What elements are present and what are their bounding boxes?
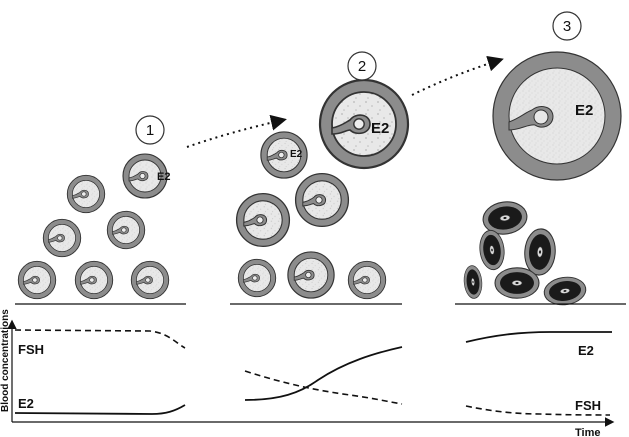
stage-2-follicles <box>235 78 410 300</box>
corpora-lutea <box>461 198 589 309</box>
medium-follicle <box>294 172 350 228</box>
stage-1-follicles <box>17 153 170 300</box>
corpus-luteum <box>522 226 558 278</box>
follicle-label: E2 <box>290 149 303 160</box>
small-follicle <box>106 210 146 250</box>
stage-3-number: 3 <box>552 11 582 41</box>
fsh-curve-stage-1 <box>14 329 186 349</box>
stage-2-number: 2 <box>347 51 377 81</box>
progression-arrow-2 <box>411 55 504 96</box>
medium-follicle <box>235 192 291 248</box>
preovulatory-follicle <box>492 51 622 181</box>
small-follicle <box>130 260 170 300</box>
y-axis-label: Blood concentrations <box>0 309 11 412</box>
medium-follicle <box>287 251 335 299</box>
e2-label-stage-1: E2 <box>18 396 34 411</box>
preovulatory-follicle-label: E2 <box>575 102 593 119</box>
corpus-luteum <box>461 263 485 301</box>
hormone-plot: Blood concentrations Time FSH E2 E2 FSH <box>0 309 615 437</box>
e2-curve-stage-3 <box>465 331 612 343</box>
fsh-label-stage-1: FSH <box>18 342 44 357</box>
small-follicle <box>347 260 387 300</box>
corpus-luteum <box>541 273 589 309</box>
fsh-label-stage-3: FSH <box>575 398 601 413</box>
e2-label-stage-3: E2 <box>578 343 594 358</box>
small-follicle <box>17 260 57 300</box>
fsh-curve-stage-3 <box>465 405 611 416</box>
stage-1-number: 1 <box>135 115 165 145</box>
svg-text:1: 1 <box>146 122 154 139</box>
x-axis-label: Time <box>575 427 600 437</box>
svg-text:3: 3 <box>563 18 571 35</box>
dominant-follicle-label: E2 <box>371 120 389 137</box>
fsh-curve-stage-2 <box>244 370 403 405</box>
svg-text:2: 2 <box>358 58 366 75</box>
small-follicle <box>66 174 106 214</box>
dominant-follicle <box>318 78 410 170</box>
e2-curve-stage-2 <box>244 346 403 401</box>
small-follicle <box>74 260 114 300</box>
corpus-luteum <box>494 267 540 299</box>
e2-curve-stage-1 <box>14 404 186 415</box>
small-follicle <box>42 218 82 258</box>
secondary-follicle-label: E2 <box>157 171 170 183</box>
small-follicle <box>237 258 277 298</box>
